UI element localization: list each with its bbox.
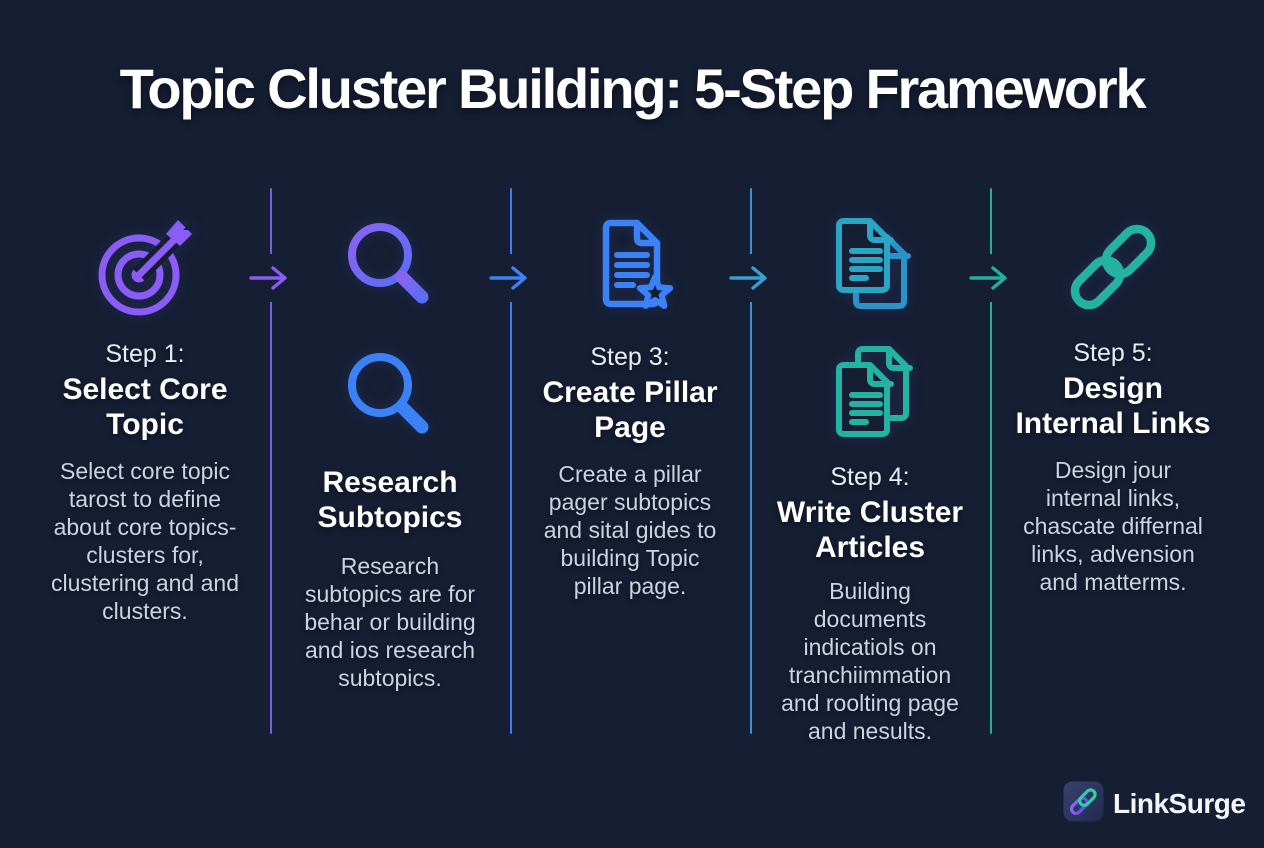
linksurge-chain-icon — [1063, 781, 1104, 827]
divider-line — [728, 188, 774, 734]
step-column-3: Step 3: Create Pillar Page Create a pill… — [518, 186, 742, 600]
arrow-right-icon — [248, 254, 294, 302]
divider-line — [248, 188, 294, 734]
step-description: Design jour internal links, chascate dif… — [1023, 457, 1203, 596]
brand-logo: LinkSurge — [1063, 781, 1246, 827]
documents-icon — [814, 212, 926, 326]
documents-icon — [814, 340, 926, 454]
brand-name: LinkSurge — [1113, 788, 1246, 819]
arrow-right-icon — [488, 254, 534, 302]
step-description: Select core topic tarost to define about… — [51, 458, 239, 625]
chain-link-icon — [1061, 216, 1165, 318]
step-title: Research Subtopics — [317, 466, 463, 535]
step-description: Research subtopics are for behar or buil… — [304, 553, 476, 692]
search-icon — [338, 343, 442, 451]
search-icon — [338, 214, 442, 319]
step-title: Create Pillar Page — [542, 376, 718, 445]
step-label: Step 4: — [830, 463, 910, 491]
divider-line — [968, 188, 1014, 734]
step-label: Step 3: — [590, 343, 670, 371]
step-column-4: Step 4: Write Cluster Articles Building … — [758, 186, 982, 745]
step-title: Design Internal Links — [1015, 372, 1211, 441]
page-title: Topic Cluster Building: 5-Step Framework — [119, 57, 1147, 120]
divider-line — [488, 188, 534, 734]
step-label: Step 5: — [1073, 339, 1153, 367]
step-column-5: Step 5: Design Internal Links Design jou… — [1001, 186, 1225, 596]
step-title: Select Core Topic — [62, 373, 228, 442]
step-title: Write Cluster Articles — [776, 496, 964, 565]
step-column-2: Research Subtopics Research subtopics ar… — [278, 186, 502, 692]
arrow-right-icon — [728, 254, 774, 302]
arrow-right-icon — [968, 254, 1014, 302]
document-star-icon — [575, 214, 685, 322]
step-column-1: Step 1: Select Core Topic Select core to… — [33, 186, 257, 625]
step-label: Step 1: — [105, 340, 185, 368]
target-icon — [93, 214, 197, 319]
step-description: Building documents indicatiols on tranch… — [781, 578, 959, 745]
step-description: Create a pillar pager subtopics and sita… — [543, 461, 717, 600]
